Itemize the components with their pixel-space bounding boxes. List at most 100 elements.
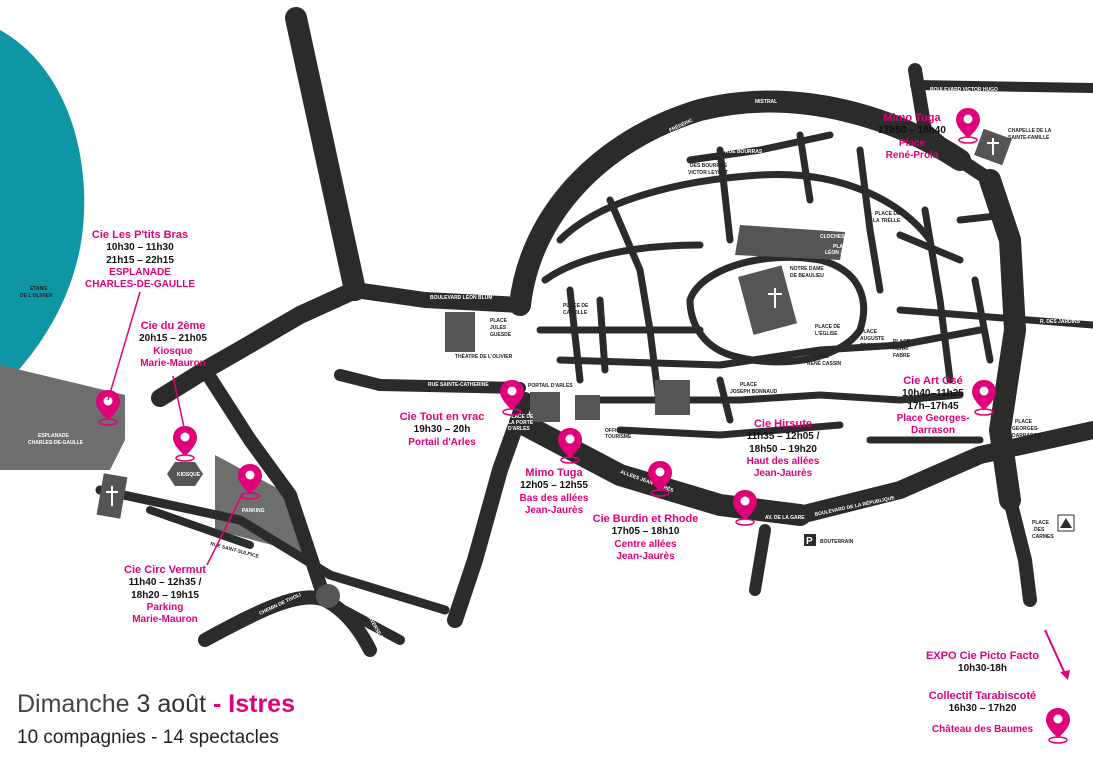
label-henri-1: PLACE <box>893 339 911 345</box>
label-canolle-1: PLACE DE <box>563 303 589 309</box>
label-jules-1: PLACE <box>490 318 508 324</box>
annotation-mimo-tuga-prola: Mimo Tuga 17h50 – 18h40 Place René-Prola <box>862 112 962 162</box>
callout-lines <box>107 291 244 566</box>
label-place-porte-2: LA PORTE <box>508 420 534 426</box>
perf-place: Place Georges- <box>896 412 970 424</box>
label-notre-dame-1: NOTRE DAME <box>790 266 824 272</box>
label-parking: PARKING <box>242 508 265 514</box>
perf-place: Marie-Mauron <box>140 357 206 369</box>
perf-name: Mimo Tuga <box>525 467 583 479</box>
pin-chateau-icon[interactable] <box>1045 707 1071 744</box>
page-subtitle: 10 compagnies - 14 spectacles <box>17 727 279 748</box>
annotation-cie-2eme: Cie du 2ème 20h15 – 21h05 Kiosque Marie-… <box>118 320 228 370</box>
label-esplanade-2: CHARLES-DE-GAULLE <box>28 440 84 446</box>
label-etang-1: ÉTANG <box>30 284 47 292</box>
annotation-hirsute: Cie Hirsute 11h35 – 12h05 / 18h50 – 19h2… <box>728 418 838 480</box>
label-abel-aubrun: RUE ABEL AUBRUN <box>1040 577 1089 583</box>
label-georges-2: GEORGES- <box>1012 426 1039 432</box>
perf-time: 18h50 – 19h20 <box>749 443 817 455</box>
label-bd-leon-blum: BOULEVARD LÉON BLUM <box>430 293 492 301</box>
portail-building <box>530 392 560 422</box>
perf-name: Collectif Tarabiscoté <box>928 690 1037 702</box>
perf-place: Portail d'Arles <box>408 436 476 448</box>
perf-place: Place <box>898 137 926 149</box>
perf-place: Kiosque <box>153 345 193 357</box>
cross-icon <box>768 288 782 308</box>
pin-haut-allees-icon[interactable] <box>732 489 758 526</box>
pin-esplanade-icon[interactable] <box>95 389 121 426</box>
annotation-burdin-rhode: Cie Burdin et Rhode 17h05 – 18h10 Centre… <box>588 513 703 563</box>
theatre-building <box>445 312 475 352</box>
label-auguste-2: AUGUSTE <box>860 336 885 342</box>
perf-name: Mimo Tuga <box>883 112 941 124</box>
pin-centre-allees-icon[interactable] <box>647 460 673 497</box>
label-theatre: THÉATRE DE L'OLIVIER <box>455 352 513 360</box>
label-henri-3: FABRE <box>893 353 911 359</box>
kiosque-hexagon <box>167 462 203 486</box>
perf-name: Cie Art Osé <box>903 375 963 387</box>
road-south-branch <box>749 524 771 596</box>
annotation-circ-vermut: Cie Circ Vermut 11h40 – 12h35 / 18h20 – … <box>110 564 220 626</box>
label-av-gare: AV. DE LA GARE <box>765 515 805 521</box>
cemetery-cross-icon <box>96 473 128 519</box>
roundabout <box>316 584 340 608</box>
label-georges-3: DARRASON <box>1012 433 1041 439</box>
perf-time: 10h30 – 11h30 <box>106 242 174 254</box>
road-bd-leon-blum-east <box>347 282 528 313</box>
perf-time: 17h–17h45 <box>907 400 959 412</box>
label-jules-2: JULES <box>490 325 507 331</box>
page-title: Dimanche 3 août - Istres <box>17 690 295 719</box>
label-rue-sainte-catherine: RUE SAINTE-CATHERINE <box>428 382 489 388</box>
perf-place: Parking <box>146 601 184 613</box>
pin-parking-icon[interactable] <box>237 463 263 500</box>
label-auguste-1: PLACE <box>860 329 878 335</box>
title-date: 3 août <box>136 690 207 718</box>
perf-place: Haut des allées <box>746 455 820 467</box>
perf-time: 20h15 – 21h05 <box>139 333 207 345</box>
pin-portail-icon[interactable] <box>499 379 525 416</box>
label-bourras-2: DES BOURRAS <box>690 163 728 169</box>
perf-place: ESPLANADE <box>109 266 171 278</box>
parking-sign-icon <box>804 534 816 546</box>
perf-place: Jean-Jaurès <box>753 467 813 479</box>
pedestrian-sign-triangle <box>1060 518 1072 528</box>
road-east-ring <box>979 169 1026 511</box>
label-place-porte-3: D'ARLES <box>508 426 530 432</box>
road-republique <box>791 421 1093 524</box>
chapel-cross-icon <box>987 138 999 155</box>
annotation-tout-en-vrac: Cie Tout en vrac 19h30 – 20h Portail d'A… <box>387 411 497 449</box>
label-mistral: MISTRAL <box>755 99 777 105</box>
road-sulpice <box>146 506 254 549</box>
annotation-mimo-tuga-bas: Mimo Tuga 12h05 – 12h55 Bas des allées J… <box>499 467 609 517</box>
title-day: Dimanche <box>17 690 130 718</box>
label-esplanade-1: ESPLANADE <box>38 433 70 439</box>
perf-time: 11h40 – 12h35 / <box>128 577 202 589</box>
label-georges-1: PLACE <box>1015 419 1033 425</box>
perf-name: Cie Tout en vrac <box>399 411 485 423</box>
perf-time: 19h30 – 20h <box>413 424 471 436</box>
label-trelle-1: PLACE DE <box>875 211 901 217</box>
road-avenue-jean-jaures <box>447 392 533 628</box>
label-carmes-2: DES <box>1034 527 1045 533</box>
label-auguste-3: TRONC <box>860 343 878 349</box>
label-courbon: COURBON <box>880 448 906 454</box>
label-eglise-2: L'ÉGLISE <box>815 329 838 337</box>
pin-bas-allees-icon[interactable] <box>557 427 583 464</box>
road-sainte-catherine <box>334 369 526 394</box>
label-place-porte-1: PLACE DE <box>508 414 534 420</box>
label-office-1: OFFICE DE <box>605 428 632 434</box>
etang-de-l-olivier-lake <box>0 30 85 390</box>
label-trelle-2: LA TRÉLLE <box>873 216 901 224</box>
perf-time: 16h30 – 17h20 <box>948 703 1017 715</box>
perf-place: Marie-Mauron <box>132 613 198 625</box>
label-victor-hugo: BOULEVARD VICTOR HUGO <box>930 87 998 93</box>
label-cassin-1: PLACE <box>812 354 830 360</box>
perf-time: 17h50 – 18h40 <box>878 125 946 137</box>
label-notre-dame-2: DE BEAULIEU <box>790 273 824 279</box>
buildings <box>445 128 1012 422</box>
esplanade-area <box>0 365 125 470</box>
cour-building <box>655 380 690 415</box>
label-leon-1: PLACE <box>833 244 851 250</box>
